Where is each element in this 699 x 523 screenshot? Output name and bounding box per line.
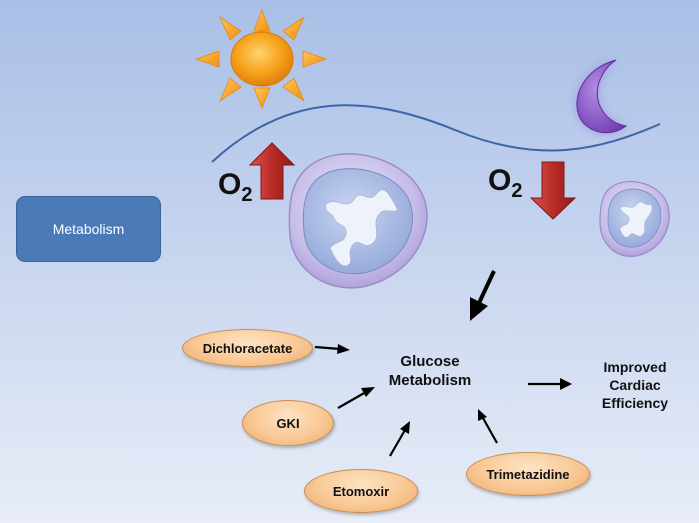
- drug-pill-trimetazidine: Trimetazidine: [466, 452, 590, 496]
- moon-icon: [576, 59, 628, 134]
- oxygen-up-arrow: [248, 142, 296, 200]
- horizon-wave: [211, 104, 661, 163]
- mitochondrion-small-icon: [599, 180, 670, 257]
- drug-pill-dichloracetate: Dichloracetate: [182, 329, 313, 367]
- mitochondrion-icon: [288, 153, 428, 289]
- oxygen-down-arrow: [529, 161, 577, 220]
- oxygen-label-high: O2: [218, 168, 253, 206]
- drug-pill-gki: GKI: [242, 400, 334, 446]
- glucose-metabolism-label: Glucose Metabolism: [388, 353, 472, 389]
- oxygen-label-low: O2: [488, 164, 523, 202]
- improved-efficiency-label: Improved Cardiac Efficiency: [601, 359, 669, 411]
- drug-pill-etomoxir: Etomoxir: [304, 469, 418, 513]
- metabolism-label: Metabolism: [52, 221, 125, 237]
- flow-arrows: [314, 270, 572, 457]
- metabolism-box: Metabolism: [16, 196, 161, 262]
- sun-icon: [194, 8, 328, 110]
